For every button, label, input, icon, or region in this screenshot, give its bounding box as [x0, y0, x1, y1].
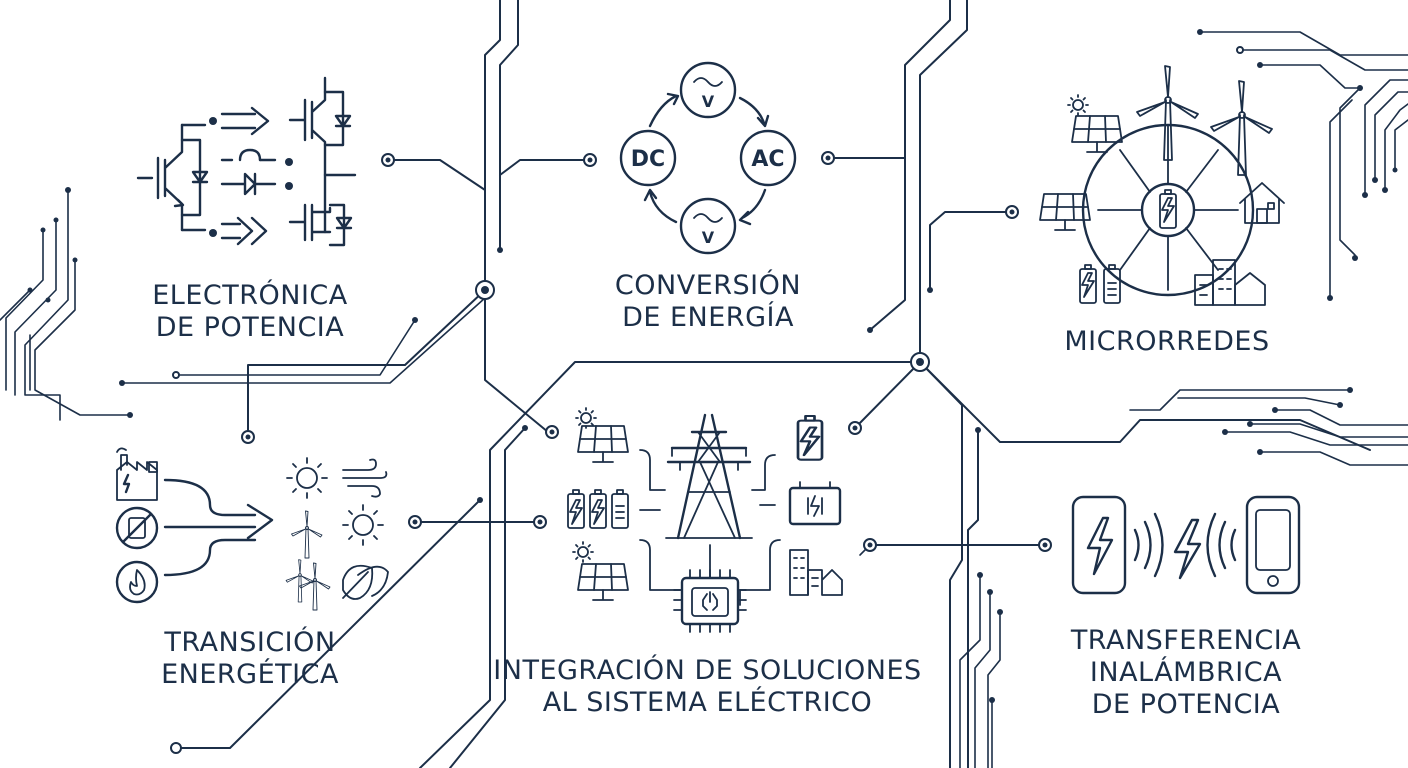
buildings-icon: [1194, 259, 1266, 306]
label-line: CONVERSIÓN: [614, 270, 802, 301]
v-label-top: V: [702, 92, 715, 111]
igbt-transistor-icon: [136, 117, 217, 237]
label-line: TRANSFERENCIA: [1070, 625, 1302, 656]
wireless-power-transfer-icon: [1071, 495, 1301, 595]
power-electronics-circuit-icon: [136, 76, 357, 247]
microgrid-network-icon: [1039, 65, 1285, 306]
sun-icon: [342, 504, 384, 546]
wind-turbine-icon: [1210, 80, 1273, 176]
label-conversion-de-energia: CONVERSIÓN DE ENERGÍA: [590, 270, 826, 334]
label-line: MICRORREDES: [1064, 326, 1270, 357]
battery-icon: [567, 489, 585, 529]
energy-transition-icon: [115, 447, 389, 611]
diode-icon: [220, 148, 293, 196]
ac-label: AC: [751, 147, 784, 172]
label-line: DE POTENCIA: [1091, 689, 1281, 720]
battery-icon: [611, 489, 629, 529]
dc-label: DC: [631, 147, 665, 172]
sun-icon: [286, 457, 328, 499]
arrow-icon: [220, 106, 270, 246]
label-transferencia-inalambrica: TRANSFERENCIA INALÁMBRICA DE POTENCIA: [1050, 625, 1322, 721]
solar-panel-icon: [577, 425, 629, 463]
transmission-tower-icon: [665, 413, 753, 540]
wireless-wave-icon: [1133, 512, 1237, 578]
fire-icon: [115, 560, 159, 604]
battery-icon: [1103, 264, 1121, 304]
label-line: AL SISTEMA ELÉCTRICO: [542, 687, 873, 718]
wind-turbine-icon: [285, 559, 314, 603]
label-transicion-energetica: TRANSICIÓN ENERGÉTICA: [130, 627, 370, 691]
phone-icon: [1071, 495, 1127, 595]
chip-icon: [673, 569, 747, 633]
label-microrredes: MICRORREDES: [1045, 326, 1289, 358]
solar-panel-icon: [577, 563, 629, 601]
label-line: TRANSICIÓN: [164, 627, 336, 658]
phone-icon: [1245, 495, 1301, 595]
fossil-fuel-ban-icon: [115, 506, 159, 550]
label-integracion-de-soluciones: INTEGRACIÓN DE SOLUCIONES AL SISTEMA ELÉ…: [485, 655, 930, 719]
wind-turbine-icon: [291, 510, 323, 559]
label-line: DE POTENCIA: [155, 312, 345, 343]
battery-icon: [788, 481, 842, 526]
wind-icon: [342, 458, 388, 498]
house-icon: [1239, 182, 1285, 224]
label-line: INALÁMBRICA: [1089, 657, 1283, 688]
grid-integration-icon: [567, 407, 843, 633]
buildings-icon: [789, 549, 843, 596]
battery-icon: [1159, 189, 1177, 229]
factory-icon: [116, 447, 158, 501]
label-line: ENERGÉTICA: [161, 659, 339, 690]
label-line: DE ENERGÍA: [622, 302, 794, 333]
wind-turbine-icon: [299, 562, 331, 611]
leaf-icon: [342, 564, 389, 600]
mosfet-icon: [288, 76, 357, 247]
battery-icon: [796, 414, 824, 462]
battery-icon: [589, 489, 607, 529]
dc-ac-conversion-cycle-icon: V V DC AC: [619, 61, 797, 255]
label-electronica-de-potencia: ELECTRÓNICA DE POTENCIA: [130, 280, 370, 344]
solar-panel-icon: [1071, 115, 1123, 153]
lightning-icon: [1173, 518, 1202, 580]
v-label-bottom: V: [702, 228, 715, 247]
label-line: INTEGRACIÓN DE SOLUCIONES: [493, 655, 922, 686]
label-line: ELECTRÓNICA: [152, 280, 348, 311]
battery-icon: [1079, 264, 1097, 304]
